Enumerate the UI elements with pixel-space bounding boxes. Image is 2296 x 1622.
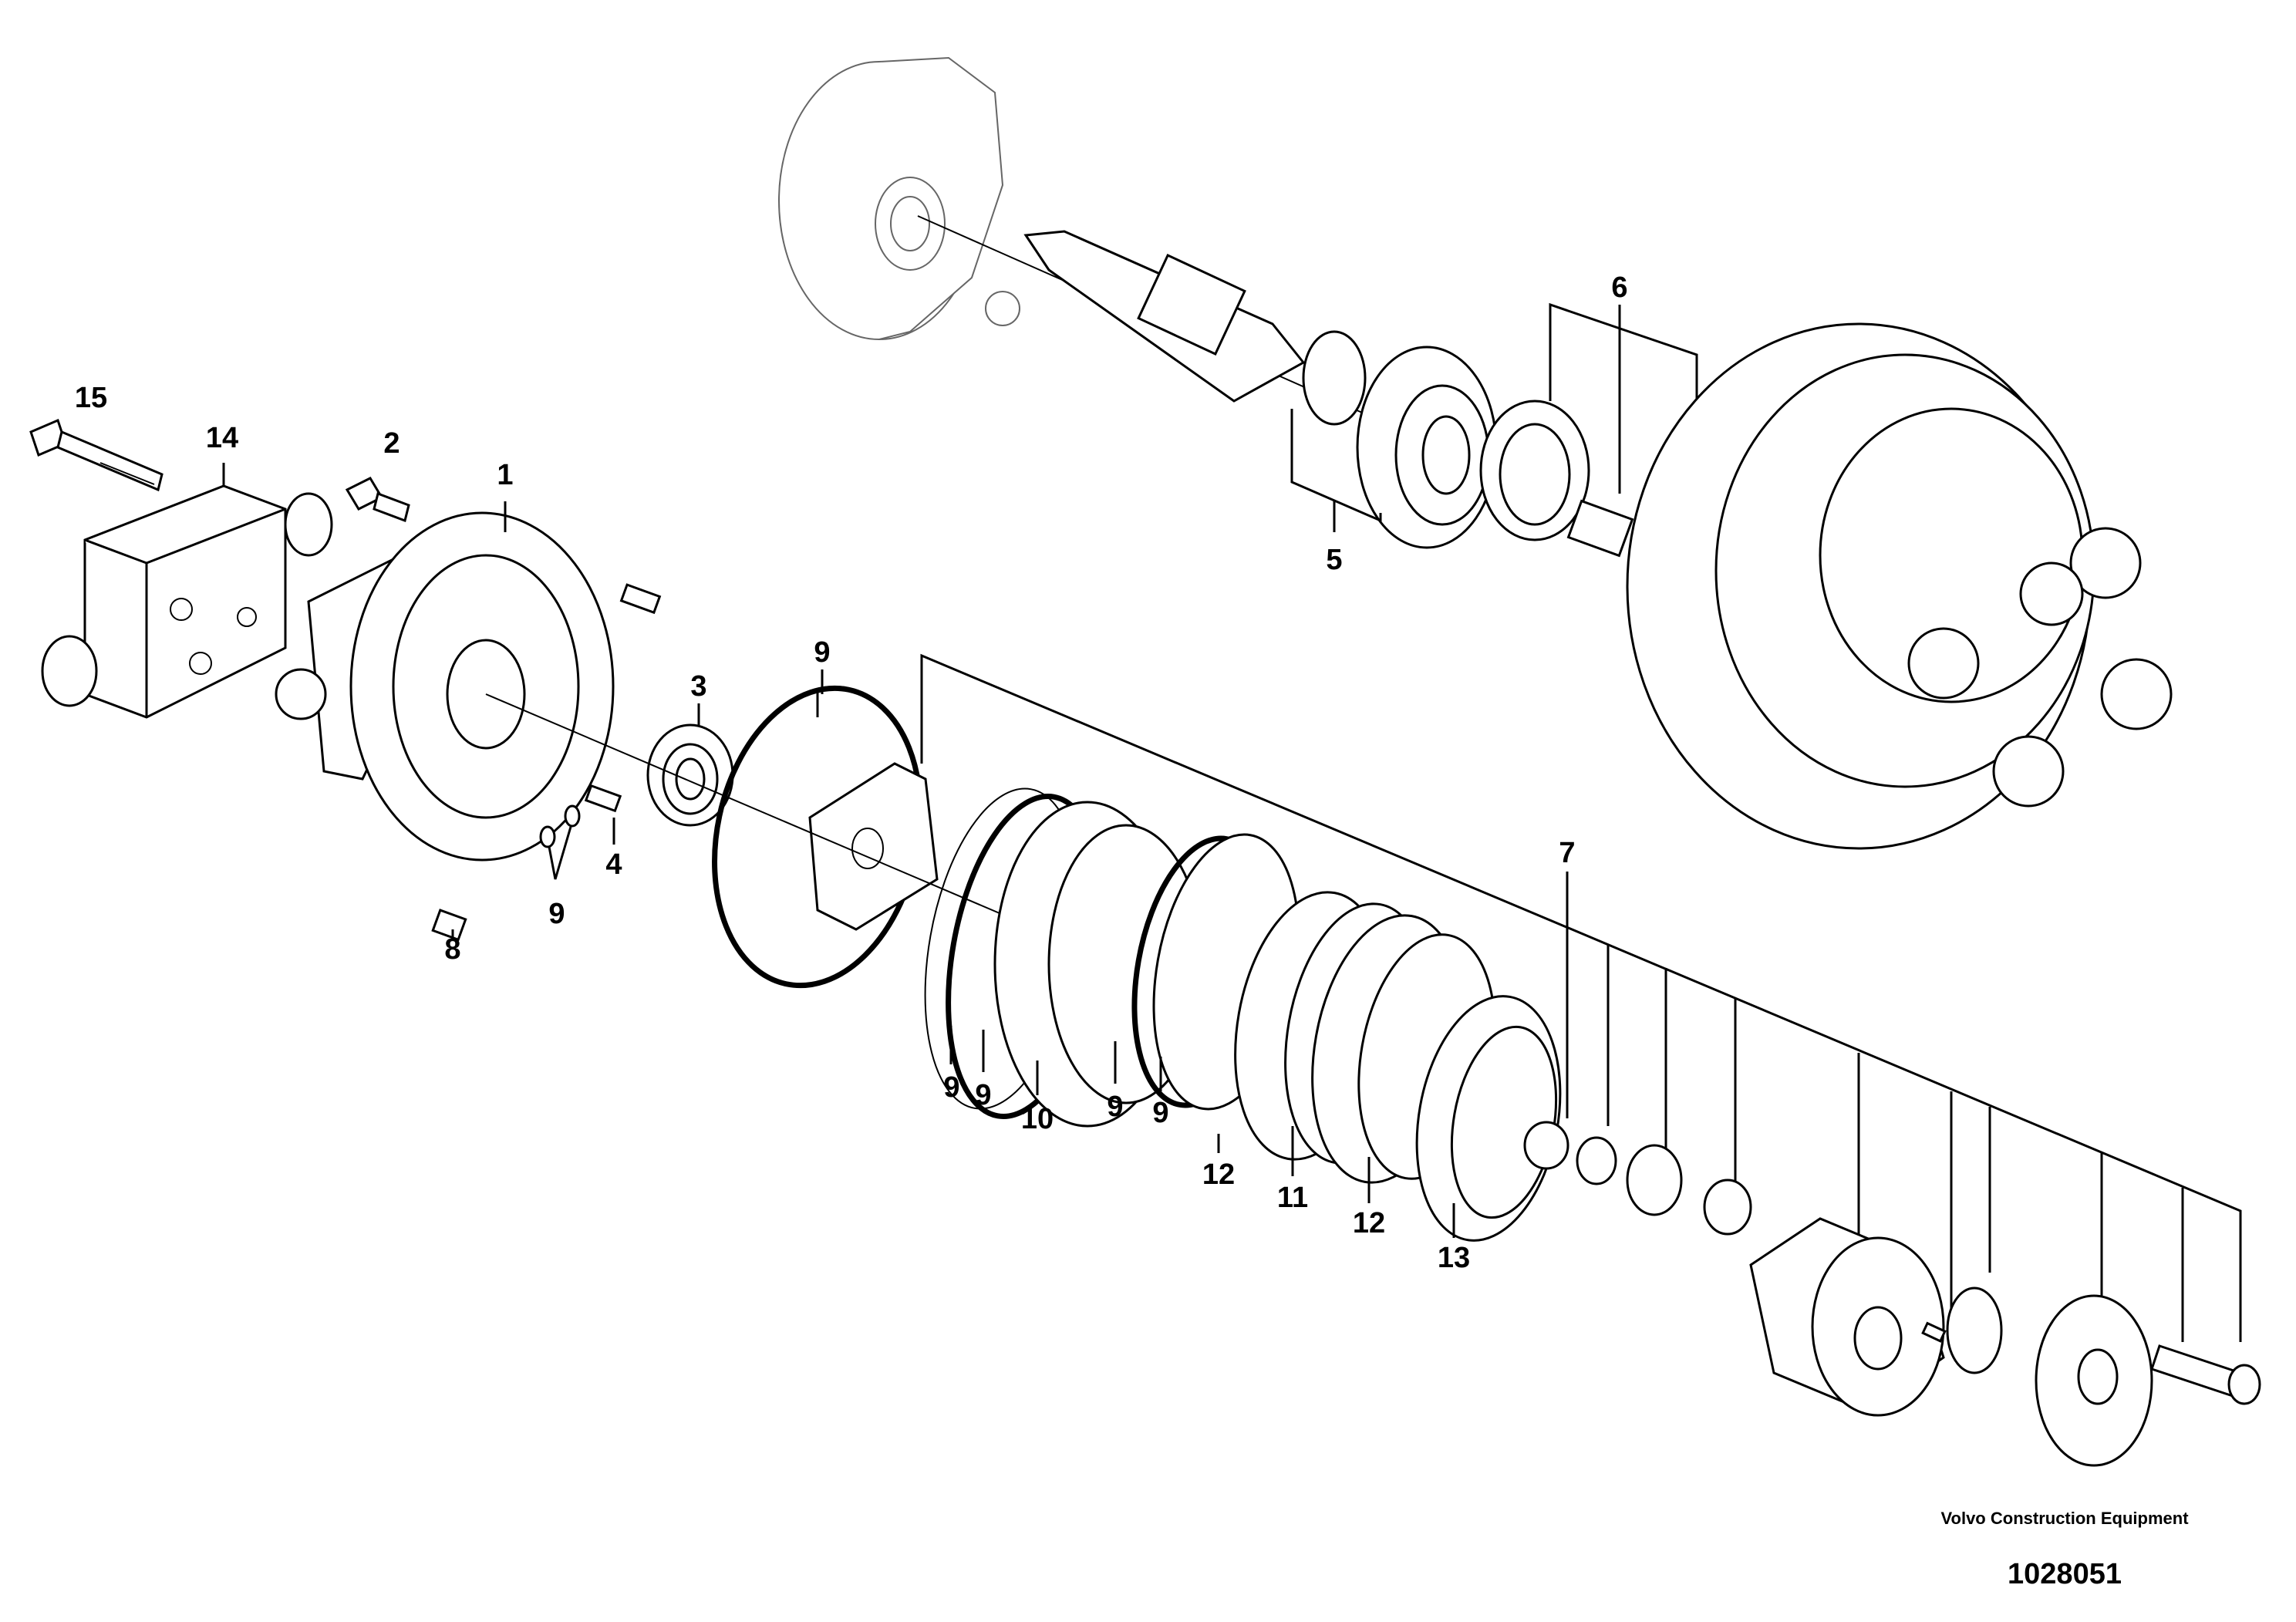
o-ring-and-valve-plate bbox=[712, 685, 939, 989]
label-10: 10 bbox=[1021, 1103, 1054, 1135]
small-parts-cover bbox=[431, 583, 662, 942]
friction-plates bbox=[1234, 891, 1562, 1242]
label-14: 14 bbox=[206, 422, 238, 454]
label-9-cover: 9 bbox=[548, 898, 565, 930]
label-9-top: 9 bbox=[814, 636, 830, 669]
motor-housing bbox=[1626, 322, 2173, 850]
label-6: 6 bbox=[1611, 271, 1627, 304]
label-8: 8 bbox=[444, 933, 460, 966]
label-12-b: 12 bbox=[1353, 1207, 1385, 1239]
cylinder-block-group bbox=[1523, 1121, 2261, 1467]
ghost-drum bbox=[778, 56, 1020, 340]
label-2: 2 bbox=[383, 427, 400, 460]
label-12-a: 12 bbox=[1202, 1158, 1235, 1191]
figure-number: 1028051 bbox=[2008, 1558, 2122, 1590]
label-13: 13 bbox=[1438, 1242, 1470, 1274]
screw-2 bbox=[345, 477, 410, 522]
label-9-a: 9 bbox=[943, 1071, 959, 1104]
bearing-3 bbox=[646, 723, 734, 827]
label-7: 7 bbox=[1559, 837, 1575, 869]
label-3: 3 bbox=[690, 670, 706, 703]
label-4: 4 bbox=[605, 848, 622, 881]
label-9-c: 9 bbox=[1107, 1091, 1123, 1123]
bearing-5 bbox=[1290, 346, 1498, 549]
label-15: 15 bbox=[75, 382, 107, 414]
seal-ring-6 bbox=[1479, 302, 1698, 558]
label-11: 11 bbox=[1277, 1182, 1308, 1214]
part-labels: 15 14 2 1 3 9 4 9 8 5 6 7 9 9 10 9 9 12 … bbox=[75, 271, 1628, 1274]
bolt-15 bbox=[29, 418, 164, 492]
label-9-d: 9 bbox=[1152, 1097, 1168, 1129]
end-cover-1 bbox=[275, 501, 615, 862]
output-shaft bbox=[917, 215, 1389, 426]
label-leaders bbox=[451, 669, 1569, 1238]
label-1: 1 bbox=[497, 459, 513, 491]
valve-block-14 bbox=[41, 463, 333, 719]
label-9-b: 9 bbox=[975, 1079, 991, 1111]
brand-caption: Volvo Construction Equipment bbox=[1940, 1509, 2189, 1528]
label-5: 5 bbox=[1326, 544, 1342, 576]
